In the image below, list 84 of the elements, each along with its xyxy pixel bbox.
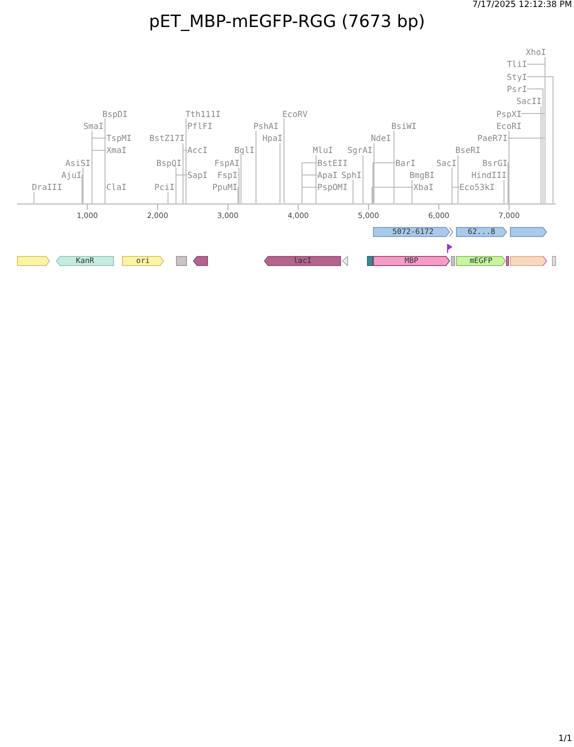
cut-site-line (240, 154, 242, 204)
cut-site-line (362, 154, 364, 204)
feature-annotation (17, 256, 50, 266)
feature-annotation (56, 256, 114, 266)
feature-bar (506, 256, 509, 266)
enzyme-label: PciI (154, 182, 175, 192)
enzyme-label: BspDI (102, 108, 128, 118)
enzyme-label: BarI (395, 158, 416, 168)
feature-annotation (193, 256, 208, 266)
enzyme-label: SacI (436, 158, 457, 168)
enzyme-label: BglI (234, 145, 255, 156)
enzyme-label: EcoRI (496, 120, 522, 131)
feature-triangle (342, 256, 348, 266)
cut-site-line (372, 186, 414, 204)
feature-box (176, 256, 187, 266)
enzyme-label: PsrI (506, 84, 528, 94)
enzyme-label: Tth111I (185, 108, 221, 118)
cut-site-line (508, 130, 510, 204)
enzyme-label: AsiSI (65, 158, 91, 168)
enzyme-label: DraIII (32, 182, 62, 192)
enzyme-label: AccI (187, 145, 208, 156)
enzyme-label: SmaI (83, 120, 104, 131)
cut-site-line (302, 162, 318, 204)
enzyme-label: PspOMI (317, 182, 348, 192)
enzyme-label: ApaI (317, 170, 338, 180)
enzyme-label: Eco53kI (459, 182, 495, 192)
enzyme-label: FspI (217, 170, 238, 180)
cut-site-line (526, 76, 554, 204)
cut-site-line (352, 180, 354, 204)
cut-site-line (372, 162, 396, 204)
enzyme-label: BspQI (156, 158, 182, 168)
cut-site-line (81, 174, 82, 204)
cut-site-line (104, 186, 107, 204)
enzyme-label: XhoI (526, 47, 546, 57)
cut-site-line (182, 142, 184, 204)
feature-annotation (264, 256, 341, 266)
enzyme-label: HpaI (262, 133, 283, 144)
enzyme-label: SacII (516, 96, 542, 106)
cut-site-line (237, 186, 238, 204)
axis (17, 203, 556, 210)
enzyme-label: SgrAI (347, 145, 373, 156)
enzyme-label: BstZ17I (149, 133, 185, 144)
translation-annotation (510, 226, 547, 236)
enzyme-label: PpuMI (212, 182, 238, 192)
enzyme-label: EcoRV (282, 108, 308, 118)
cut-site-line (526, 88, 544, 204)
enzyme-label: PspXI (496, 108, 522, 118)
translation-annotation (373, 226, 453, 236)
enzyme-label: PflFI (187, 120, 213, 131)
enzyme-label: BsiWI (391, 120, 417, 131)
timestamp: 7/17/2025 12:12:38 PM (472, 0, 572, 10)
enzyme-label: BstEII (317, 158, 348, 168)
cut-site-line (82, 167, 84, 204)
enzyme-label: XbaI (413, 182, 434, 192)
enzyme-label: XmaI (106, 145, 127, 156)
feature-annotation (122, 256, 164, 266)
enzyme-label: TspMI (106, 133, 132, 144)
title: pET_MBP-mEGFP-RGG (7673 bp) (148, 11, 426, 33)
enzyme-label: TliI (506, 59, 528, 70)
enzyme-label: PaeR7I (477, 133, 508, 144)
cut-site-line (540, 106, 542, 204)
enzyme-label: ClaI (106, 182, 127, 192)
cut-site-line (238, 167, 240, 204)
enzyme-label: StyI (506, 72, 528, 82)
feature-box (552, 256, 556, 266)
feature-annotation (373, 256, 450, 266)
cut-site-line (507, 162, 508, 204)
enzyme-label: HindIII (471, 170, 507, 180)
enzyme-label: PshAI (253, 120, 279, 131)
enzyme-label: BmgBI (409, 170, 435, 180)
feature-annotation (456, 256, 506, 266)
enzyme-label: SapI (187, 170, 208, 180)
feature-annotation (510, 256, 547, 266)
enzyme-label: FspAI (214, 158, 240, 168)
enzyme-label: MluI (312, 145, 334, 156)
page-number: 1/1 (558, 734, 572, 744)
feature-bar (367, 256, 373, 266)
enzyme-label: AjuI (61, 170, 82, 180)
enzyme-label: SphI (341, 170, 362, 180)
feature-bar (451, 256, 455, 266)
translation-annotation (456, 226, 507, 236)
enzyme-label: BseRI (455, 145, 481, 156)
enzyme-label: BsrGI (482, 158, 508, 168)
enzyme-label: NdeI (370, 133, 392, 144)
